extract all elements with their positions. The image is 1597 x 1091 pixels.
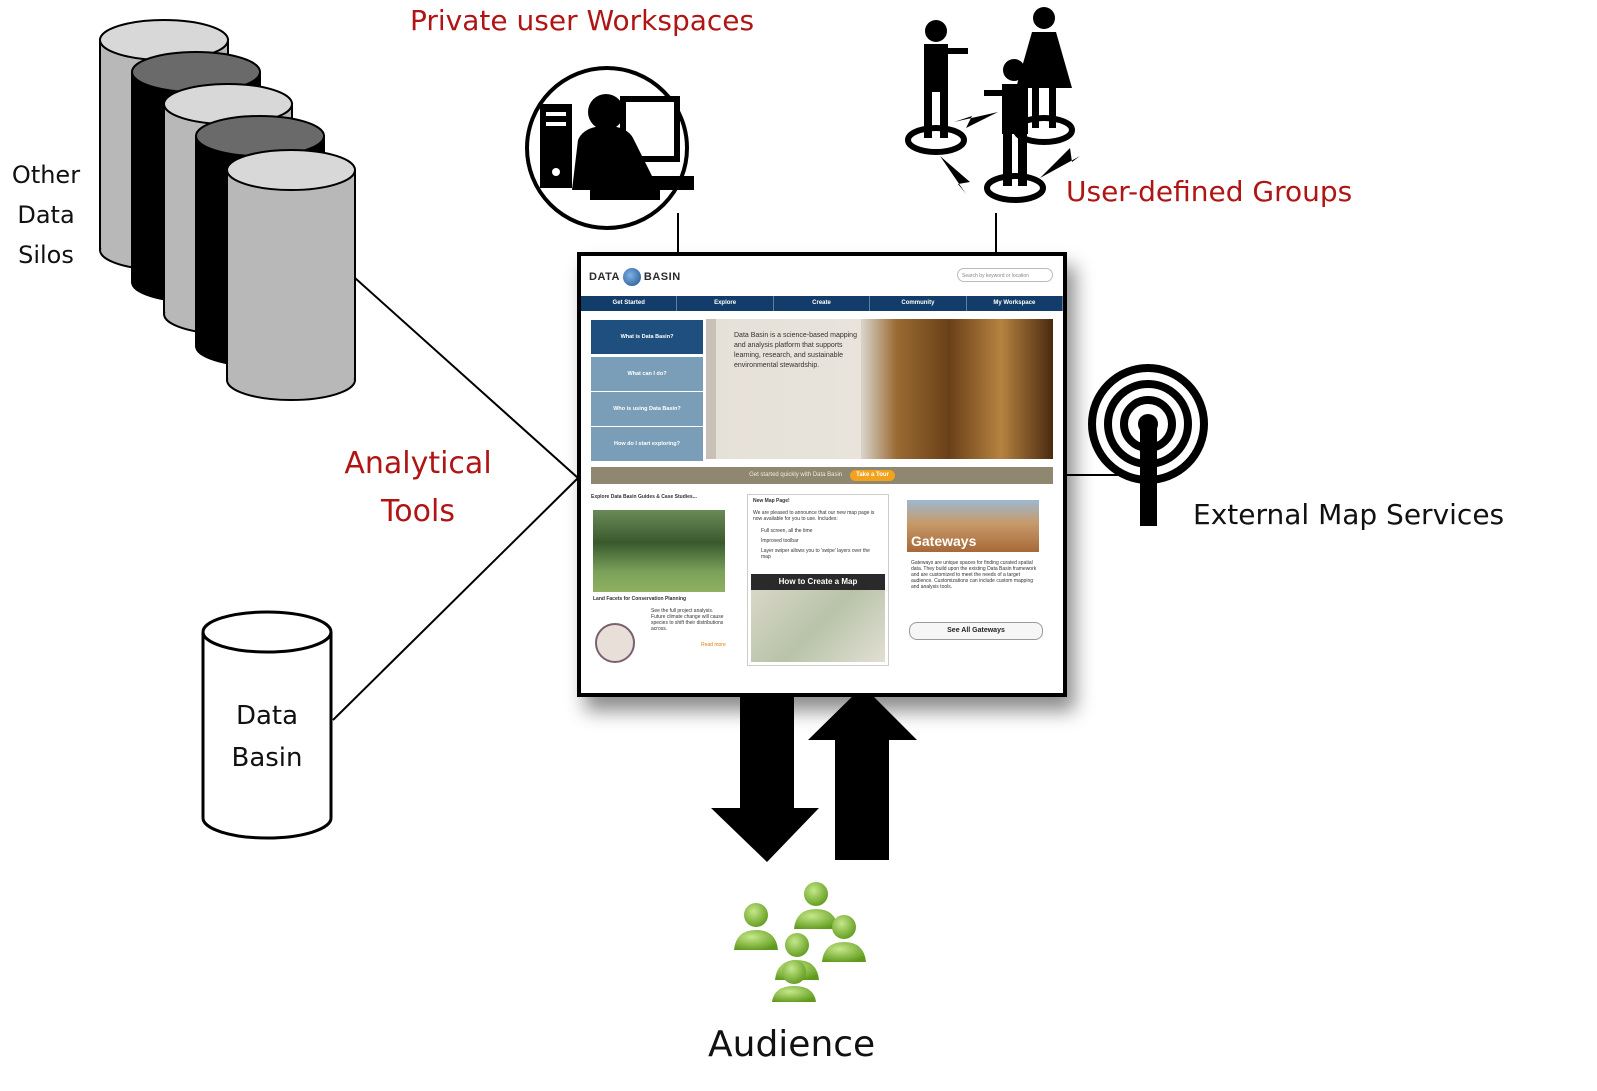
silos-line-2: Data <box>17 201 75 229</box>
hero-text-panel: Data Basin is a science-based mapping an… <box>716 319 861 459</box>
nav-create[interactable]: Create <box>774 296 871 311</box>
see-all-gateways-button[interactable]: See All Gateways <box>909 622 1043 640</box>
audience-people-icon <box>734 882 866 1002</box>
hero-text: Data Basin is a science-based mapping an… <box>734 332 857 369</box>
get-started-bar: Get started quickly with Data Basin Take … <box>591 467 1053 484</box>
silos-line-3: Silos <box>18 241 74 269</box>
external-map-services-label: External Map Services <box>1193 498 1505 531</box>
nav-community[interactable]: Community <box>870 296 967 311</box>
how-to-create-map-title[interactable]: How to Create a Map <box>751 574 885 590</box>
antenna-signal-icon <box>1088 364 1208 526</box>
get-started-text: Get started quickly with Data Basin <box>749 472 843 478</box>
gateways-text: Gateways are unique spaces for finding c… <box>911 560 1037 590</box>
workspace-computer-icon <box>525 66 694 230</box>
analytical-line-2: Tools <box>381 494 455 529</box>
side-button-what-can[interactable]: What can I do? <box>591 357 703 391</box>
site-nav: Get Started Explore Create Community My … <box>581 296 1063 311</box>
silos-line-1: Other <box>11 161 81 189</box>
logo-text-left: DATA <box>589 270 620 283</box>
nav-get-started[interactable]: Get Started <box>581 296 678 311</box>
land-facets-link[interactable]: Land Facets for Conservation Planning <box>593 596 687 602</box>
data-basin-store-label: Data Basin <box>203 695 331 779</box>
globe-icon <box>622 268 641 286</box>
analytical-line-1: Analytical <box>344 446 492 481</box>
site-header: DATA BASIN Search by keyword or location <box>581 256 1063 296</box>
data-silos-icon <box>99 19 356 401</box>
new-map-heading: New Map Page! <box>753 498 790 504</box>
other-data-silos-label: Other Data Silos <box>4 155 88 275</box>
new-map-item-3: Layer swiper allows you to 'swipe' layer… <box>761 548 870 560</box>
hero-tiger-banner: Data Basin is a science-based mapping an… <box>706 319 1053 459</box>
databasin-connector <box>332 477 579 721</box>
map-video-thumbnail[interactable] <box>751 590 885 662</box>
upload-arrow <box>808 686 917 860</box>
nav-my-workspace[interactable]: My Workspace <box>967 296 1063 311</box>
guides-heading: Explore Data Basin Guides & Case Studies… <box>591 494 697 500</box>
analytical-tools-label: Analytical Tools <box>318 440 518 536</box>
university-seal-icon <box>595 623 635 663</box>
gateways-image[interactable]: Gateways <box>907 500 1039 552</box>
side-button-what-is[interactable]: What is Data Basin? <box>591 320 703 354</box>
gateways-title: Gateways <box>911 533 977 549</box>
side-button-start-exploring[interactable]: How do I start exploring? <box>591 427 703 461</box>
silos-connector <box>354 277 579 479</box>
nav-explore[interactable]: Explore <box>677 296 774 311</box>
download-arrow <box>711 693 819 862</box>
user-groups-icon <box>905 7 1080 203</box>
new-map-text: We are pleased to announce that our new … <box>753 510 875 522</box>
facets-text: See the full project analysis. Future cl… <box>651 608 724 632</box>
user-groups-label: User-defined Groups <box>1066 175 1353 208</box>
read-more-link[interactable]: Read more <box>701 642 726 648</box>
audience-label: Audience <box>708 1024 876 1065</box>
side-button-who-uses[interactable]: Who is using Data Basin? <box>591 392 703 426</box>
search-input[interactable]: Search by keyword or location <box>957 268 1053 282</box>
logo-text-right: BASIN <box>643 270 681 283</box>
site-logo: DATA BASIN <box>589 268 681 286</box>
private-workspaces-label: Private user Workspaces <box>410 4 755 37</box>
new-map-item-2: Improved toolbar <box>761 538 799 544</box>
databasin-line-2: Basin <box>231 743 303 773</box>
data-basin-cylinder-icon <box>201 610 333 840</box>
take-tour-button[interactable]: Take a Tour <box>850 470 895 481</box>
forest-image <box>593 510 725 592</box>
databasin-line-1: Data <box>235 701 299 731</box>
new-map-item-1: Full screen, all the time <box>761 528 813 534</box>
